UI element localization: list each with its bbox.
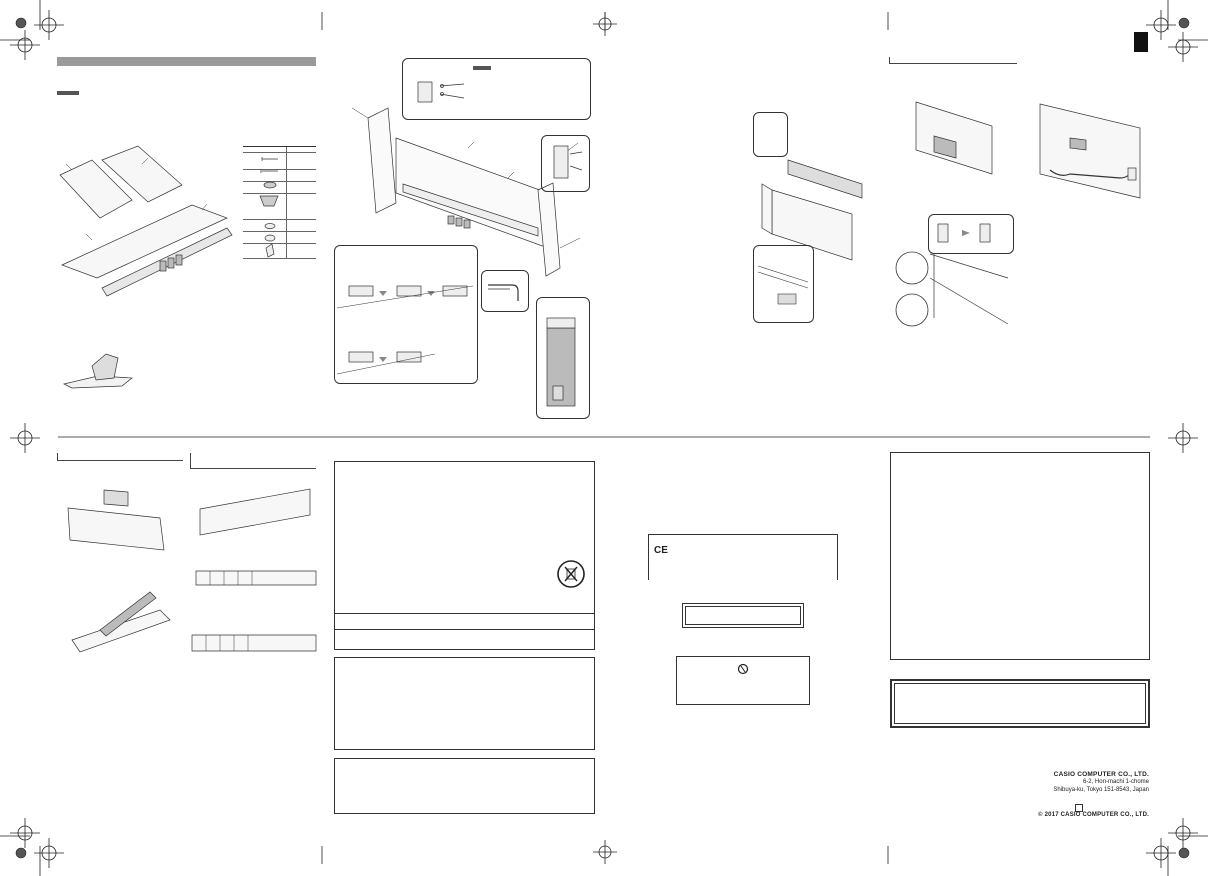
target-mark-top-right: [1146, 10, 1176, 40]
parts-illustration: [59, 145, 233, 297]
power-connection-illustration: [1039, 103, 1141, 199]
detail-callout-right-art: [553, 145, 583, 179]
safety-box-1: [334, 461, 595, 614]
detail-callout-piano-bottom-art: [757, 265, 809, 305]
keyboard-care-header-tick: [190, 453, 191, 469]
detail-callout-side-panel: [536, 297, 590, 419]
company-name: CASIO COMPUTER CO., LTD.: [1053, 771, 1149, 778]
registration-box: [676, 656, 810, 705]
laser-label-box: [682, 603, 804, 628]
company-block: CASIO COMPUTER CO., LTD. 6-2, Hon-machi …: [1010, 771, 1149, 794]
music-stand-header-line: [57, 460, 183, 461]
keyboard-cleaning-illustration: [191, 488, 317, 652]
detail-callout-bottom-left-art: [336, 285, 474, 375]
detail-callout-top-art: [417, 81, 465, 103]
target-mark-top-mid: [593, 12, 617, 36]
safety-box-2: [334, 657, 595, 750]
filled-dot-top-left: [15, 17, 27, 29]
detail-callout-piano-bottom: [753, 245, 814, 323]
top-right-header-tick: [889, 57, 890, 64]
safety-box-3: [334, 758, 595, 814]
target-mark-right-mid: [1168, 423, 1198, 453]
filled-dot-bottom-left: [15, 847, 27, 859]
subsection-marker: [57, 91, 79, 95]
registration-mark-icon: [737, 663, 749, 675]
small-square-mark: [1075, 804, 1083, 812]
filled-dot-top-right: [1178, 17, 1190, 29]
target-mark-bottom-right-2: [1168, 818, 1198, 848]
section-title-bar: [57, 57, 316, 66]
parts-table: [243, 146, 316, 259]
detail-callout-cable: [481, 270, 529, 312]
target-mark-left-mid: [10, 423, 40, 453]
detail-callout-right: [541, 135, 590, 192]
accessory-illustration: [62, 353, 133, 389]
company-address-line2: Shibuya-ku, Tokyo 151-8543, Japan: [1053, 787, 1149, 793]
detail-callout-side-panel-art: [546, 317, 576, 407]
recycle-bin-icon: [557, 560, 585, 588]
safety-box-1-row: [334, 614, 595, 630]
detail-callout-cable-art: [488, 284, 519, 301]
target-mark-bottom-left: [10, 818, 40, 848]
target-mark-bottom-mid: [593, 840, 617, 864]
keyboard-care-header-line: [190, 468, 316, 469]
target-mark-bottom-left-2: [34, 838, 64, 868]
target-mark-top-right-2: [1168, 32, 1198, 62]
detail-callout-top: [402, 58, 591, 120]
detail-callout-plug-art: [937, 223, 991, 243]
target-mark-top-left-2: [34, 10, 64, 40]
ce-mark-icon: CE: [654, 545, 668, 556]
top-right-header-line: [889, 63, 1017, 64]
music-stand-header-tick: [57, 453, 58, 461]
info-box-large: [890, 452, 1150, 660]
copyright-text: © 2017 CASIO COMPUTER CO., LTD.: [1038, 812, 1149, 818]
piano-stand-illustration: [761, 159, 863, 261]
company-address-line1: 6-2, Hon-machi 1-chome: [1082, 779, 1149, 785]
cable-routing-illustration: [895, 251, 1009, 327]
filled-dot-bottom-right: [1178, 847, 1190, 859]
ce-box: [648, 534, 838, 580]
info-box-double: [890, 679, 1150, 728]
detail-callout-bottom-left: [334, 245, 478, 384]
target-mark-bottom-right: [1146, 838, 1176, 868]
target-mark-top-left: [10, 30, 40, 60]
music-stand-illustration-1: [67, 489, 165, 551]
detail-callout-piano-top: [753, 112, 788, 157]
music-stand-illustration-2: [71, 591, 171, 653]
pedal-connection-illustration: [915, 101, 993, 175]
parts-table-icons: [259, 157, 279, 258]
safety-box-1-row-2: [334, 630, 595, 650]
detail-callout-plug: [928, 214, 1014, 254]
assembly-main-illustration: [351, 107, 581, 277]
side-tab: [1134, 32, 1148, 52]
